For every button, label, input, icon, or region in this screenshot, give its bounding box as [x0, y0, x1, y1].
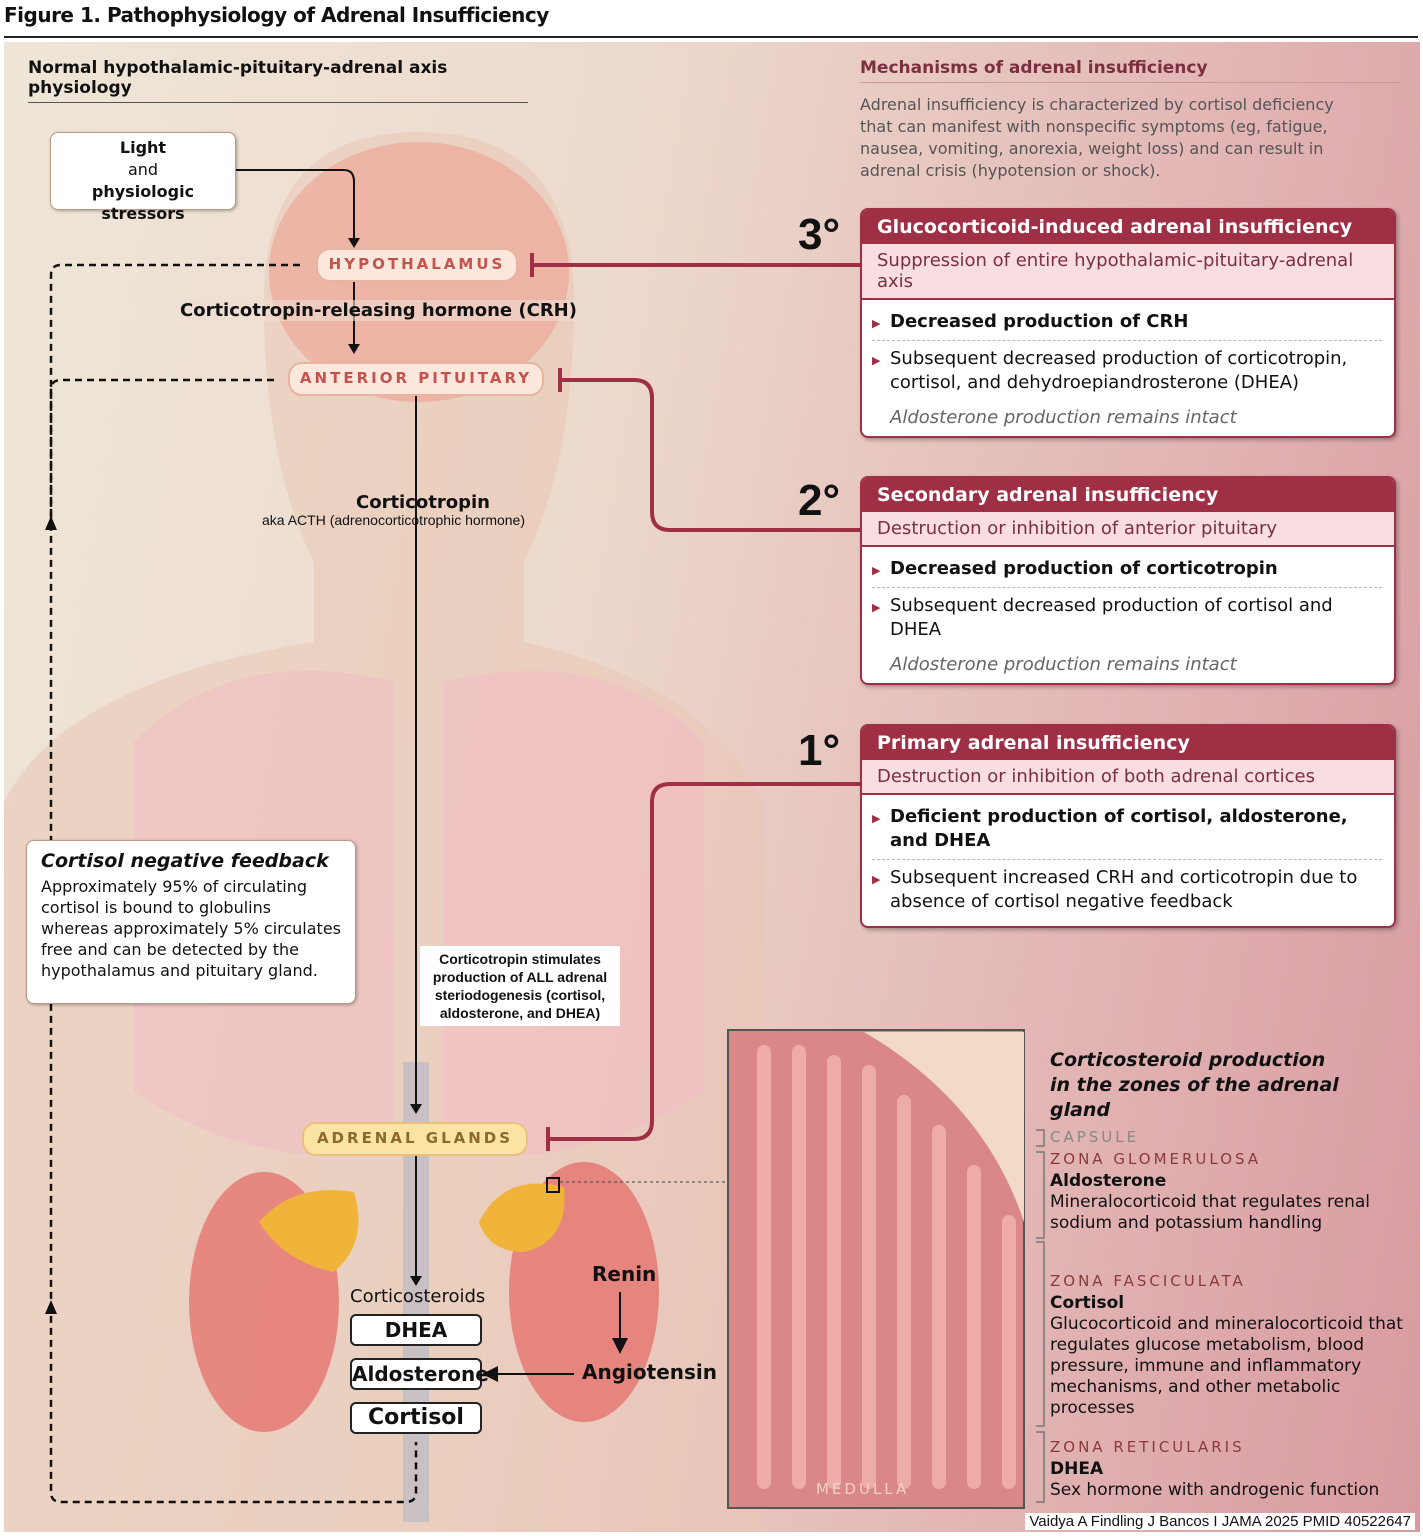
degree-label: 1°: [798, 726, 841, 775]
zone-name: ZONA FASCICULATA: [1050, 1272, 1246, 1290]
zone-hormone: DHEA: [1050, 1459, 1104, 1479]
mechanism-note: Aldosterone production remains intact: [890, 654, 1237, 675]
mechanism-secondary: Secondary adrenal insufficiency Destruct…: [860, 476, 1396, 685]
feedback-title: Cortisol negative feedback: [41, 850, 329, 872]
angiotensin-label: Angiotensin: [582, 1360, 717, 1384]
mechanism-item: Subsequent decreased production of corti…: [872, 340, 1382, 401]
feedback-text: Approximately 95% of circulating cortiso…: [41, 877, 342, 980]
capsule-label: CAPSULE: [1050, 1128, 1140, 1146]
mechanism-title: Secondary adrenal insufficiency: [862, 478, 1394, 512]
mechanism-title: Glucocorticoid-induced adrenal insuffici…: [862, 210, 1394, 244]
mechanism-subtitle: Suppression of entire hypothalamic-pitui…: [862, 244, 1394, 300]
mechanism-subtitle: Destruction or inhibition of anterior pi…: [862, 512, 1394, 547]
medulla-label: MEDULLA: [816, 1480, 910, 1498]
zone-hormone: Aldosterone: [1050, 1171, 1167, 1191]
right-section-title: Mechanisms of adrenal insufficiency: [860, 58, 1400, 83]
mechanism-item: Subsequent decreased production of corti…: [872, 587, 1382, 648]
corticotropin-label: Corticotropin: [356, 492, 490, 513]
figure-panel: Normal hypothalamic-pituitary-adrenal ax…: [4, 42, 1420, 1532]
corticosteroids-label: Corticosteroids: [350, 1286, 486, 1307]
zone-hormone: Cortisol: [1050, 1293, 1125, 1313]
left-section-title: Normal hypothalamic-pituitary-adrenal ax…: [28, 58, 528, 103]
title-rule: [4, 36, 1418, 38]
aldosterone-box: Aldosterone: [350, 1358, 489, 1390]
dhea-box: DHEA: [350, 1314, 482, 1346]
cortisol-box: Cortisol: [350, 1402, 482, 1434]
zone-name: ZONA GLOMERULOSA: [1050, 1150, 1262, 1168]
mechanism-item: Deficient production of cortisol, aldost…: [872, 799, 1382, 859]
acth-label: aka ACTH (adrenocorticotrophic hormone): [262, 512, 526, 528]
anterior-pituitary-label: ANTERIOR PITUITARY: [288, 362, 544, 396]
degree-label: 3°: [798, 210, 841, 259]
figure-title: Figure 1. Pathophysiology of Adrenal Ins…: [4, 3, 549, 27]
renin-label: Renin: [592, 1262, 657, 1286]
stressors-line: physiologic stressors: [91, 182, 195, 223]
stressors-box: Light and physiologic stressors: [50, 132, 236, 223]
zone-description: Sex hormone with androgenic function: [1050, 1480, 1380, 1500]
stressors-line: Light: [119, 138, 167, 157]
zone-description: Mineralocorticoid that regulates renal s…: [1050, 1192, 1371, 1233]
hypothalamus-label: HYPOTHALAMUS: [316, 248, 518, 282]
mechanism-primary: Primary adrenal insufficiency Destructio…: [860, 724, 1396, 928]
mechanism-item: Subsequent increased CRH and corticotrop…: [872, 859, 1382, 920]
intro-text: Adrenal insufficiency is characterized b…: [860, 95, 1334, 180]
stimulates-note: Corticotropin stimulates production of A…: [420, 946, 620, 1026]
mechanism-tertiary: Glucocorticoid-induced adrenal insuffici…: [860, 208, 1396, 438]
zone-reticularis: ZONA RETICULARIS DHEA Sex hormone with a…: [1050, 1438, 1410, 1501]
zone-glomerulosa: ZONA GLOMERULOSA Aldosterone Mineralocor…: [1050, 1150, 1410, 1234]
mechanism-subtitle: Destruction or inhibition of both adrena…: [862, 760, 1394, 795]
zone-fasciculata: ZONA FASCICULATA Cortisol Glucocorticoid…: [1050, 1272, 1410, 1419]
mechanism-item: Decreased production of corticotropin: [872, 551, 1382, 587]
mechanism-note: Aldosterone production remains intact: [890, 407, 1237, 428]
feedback-box: Cortisol negative feedback Approximately…: [26, 840, 356, 1004]
crh-label: Corticotropin-releasing hormone (CRH): [180, 300, 577, 321]
zone-name: ZONA RETICULARIS: [1050, 1438, 1245, 1456]
zones-title: Corticosteroid production in the zones o…: [1050, 1049, 1339, 1121]
stressors-line: and: [127, 160, 159, 179]
adrenal-glands-label: ADRENAL GLANDS: [302, 1122, 528, 1156]
credit-line: Vaidya A Findling J Bancos I JAMA 2025 P…: [1025, 1513, 1415, 1530]
degree-label: 2°: [798, 476, 841, 525]
mechanism-item: Decreased production of CRH: [872, 304, 1382, 340]
zone-description: Glucocorticoid and mineralocorticoid tha…: [1050, 1314, 1403, 1418]
mechanism-title: Primary adrenal insufficiency: [862, 726, 1394, 760]
